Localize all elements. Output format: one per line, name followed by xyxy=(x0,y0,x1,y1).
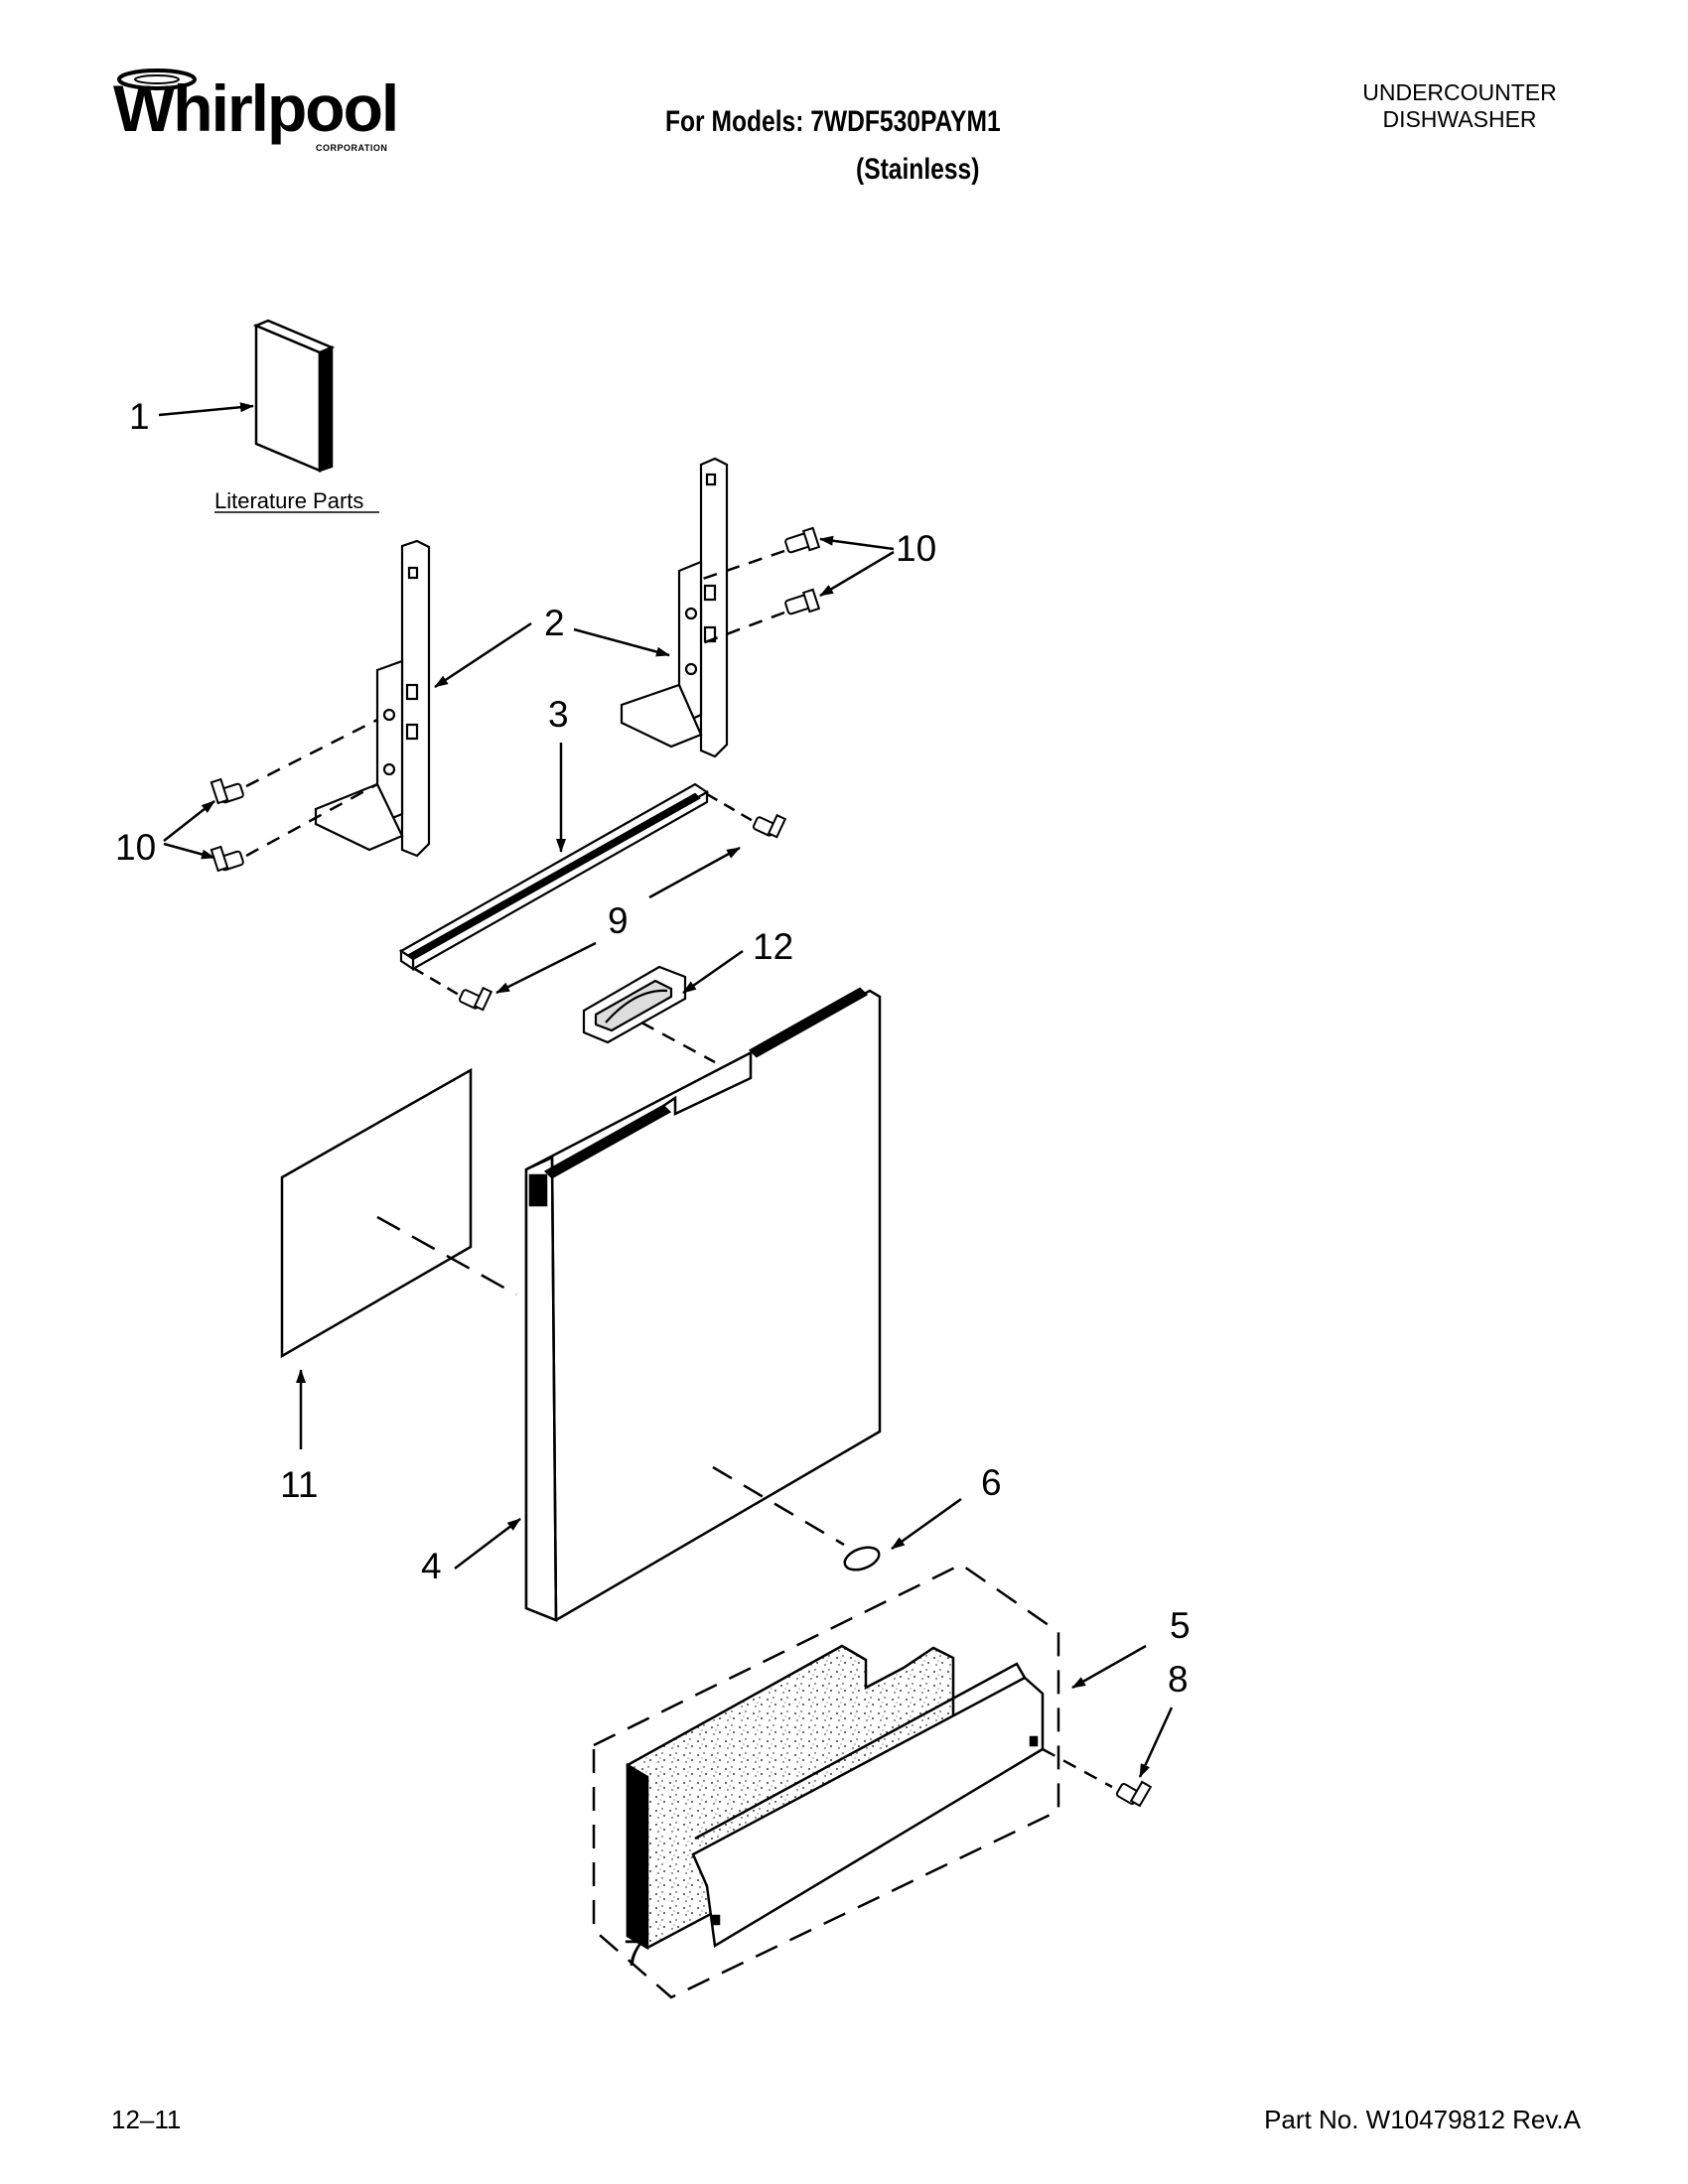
outer-door-panel xyxy=(524,987,882,1622)
finish-subtitle: (Stainless) xyxy=(856,153,980,186)
literature-caption: Literature Parts xyxy=(214,488,363,513)
vent-channel xyxy=(398,782,710,972)
leader-1 xyxy=(158,402,254,417)
callout-3: 3 xyxy=(548,694,569,735)
callout-1: 1 xyxy=(129,396,150,437)
part-number: Part No. W10479812 Rev.A xyxy=(1264,2105,1581,2134)
leader-12 xyxy=(682,949,744,995)
leader-10-bottom-a xyxy=(163,800,215,842)
dash-screw-9-right xyxy=(706,792,756,824)
dash-screw-10-bottom-2 xyxy=(245,782,378,858)
vent-screws xyxy=(458,813,787,1012)
logo-corporation: CORPORATION xyxy=(316,143,388,153)
hinge-bracket-right xyxy=(620,457,729,758)
door-handle xyxy=(582,965,687,1044)
leader-9-left xyxy=(495,941,597,995)
leader-5 xyxy=(1071,1644,1147,1690)
panel-screw xyxy=(1115,1780,1153,1808)
dash-panel-11 xyxy=(376,1215,517,1297)
whirlpool-logo: Whirlpool CORPORATION xyxy=(107,62,399,161)
leader-10-top-b xyxy=(819,550,895,598)
callout-2: 2 xyxy=(544,603,565,643)
leader-10-top-a xyxy=(819,535,895,551)
revision-date: 12–11 xyxy=(111,2105,182,2134)
callout-6: 6 xyxy=(981,1462,1002,1503)
leader-8 xyxy=(1138,1706,1174,1778)
callout-11: 11 xyxy=(280,1464,318,1505)
product-category: UNDERCOUNTER DISHWASHER xyxy=(1321,79,1599,133)
dash-plug xyxy=(712,1465,845,1547)
category-line-1: UNDERCOUNTER xyxy=(1362,79,1557,105)
callout-10-top: 10 xyxy=(896,528,936,569)
hinge-bracket-left xyxy=(314,539,431,858)
dash-screw-8 xyxy=(1042,1747,1113,1789)
leader-6 xyxy=(891,1497,962,1551)
dash-screw-10-bottom-1 xyxy=(245,718,378,788)
logo-wordmark: Whirlpool xyxy=(113,71,399,145)
inner-panel-sheet xyxy=(280,1067,473,1359)
leader-2-left xyxy=(434,621,532,689)
callout-8: 8 xyxy=(1168,1659,1189,1700)
logo-swirl-icon xyxy=(117,68,197,90)
callout-7: 7 xyxy=(624,1933,644,1974)
hinge-screws-left xyxy=(210,777,244,873)
leader-4 xyxy=(454,1518,521,1570)
callout-4: 4 xyxy=(421,1546,442,1586)
callout-9: 9 xyxy=(608,900,629,941)
leader-2-right xyxy=(573,627,670,657)
leader-10-bottom-b xyxy=(163,842,215,860)
dash-screw-10-top-1 xyxy=(696,549,785,583)
callout-10-bottom: 10 xyxy=(115,827,156,868)
dash-screw-10-top-2 xyxy=(696,611,785,647)
dash-screw-9-left xyxy=(412,966,460,997)
dash-handle xyxy=(640,1021,716,1064)
leader-9-right xyxy=(648,846,741,899)
models-title: For Models: 7WDF530PAYM1 xyxy=(665,105,1001,138)
callout-5: 5 xyxy=(1170,1605,1191,1646)
literature-booklet xyxy=(252,319,336,473)
callout-12: 12 xyxy=(753,926,793,967)
category-line-2: DISHWASHER xyxy=(1382,106,1537,132)
plug-part xyxy=(843,1546,881,1571)
hinge-screws-right xyxy=(784,526,821,615)
